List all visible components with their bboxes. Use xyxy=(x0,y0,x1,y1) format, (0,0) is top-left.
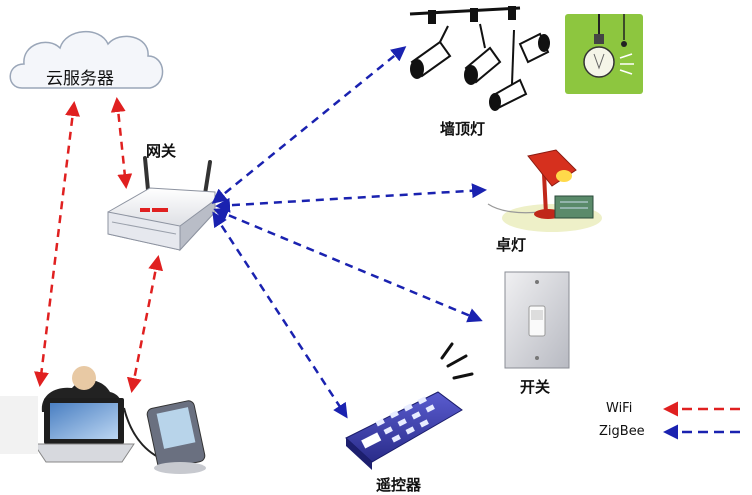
legend-wifi-label: WiFi xyxy=(606,401,633,416)
switch-label: 开关 xyxy=(520,378,551,396)
remote-label: 遥控器 xyxy=(376,476,422,494)
zigbee-link-desk-lamp xyxy=(215,183,487,213)
gateway-router-icon xyxy=(107,156,216,252)
wall-switch-icon xyxy=(504,271,570,369)
wifi-link-gateway-laptop xyxy=(126,255,164,393)
laptop-user-icon xyxy=(0,366,135,463)
zigbee-link-remote xyxy=(212,211,348,419)
ceiling-light-label: 墙顶灯 xyxy=(440,120,486,138)
zigbee-link-ceiling-light xyxy=(211,46,407,204)
desk-lamp-icon xyxy=(487,149,602,232)
gateway-label: 网关 xyxy=(146,142,177,160)
desk-lamp-label: 卓灯 xyxy=(496,236,527,254)
legend-zigbee-label: ZigBee xyxy=(599,424,645,439)
wifi-link-cloud-laptop xyxy=(34,101,80,387)
zigbee-link-switch xyxy=(213,207,483,323)
cloud-icon xyxy=(9,30,164,89)
legend xyxy=(663,401,742,440)
pda-device-icon xyxy=(123,400,206,474)
cloud-server-node xyxy=(9,30,164,89)
light-bulb-icon xyxy=(565,14,643,94)
remote-control-icon xyxy=(345,342,474,470)
ceiling-light-icon xyxy=(409,6,550,111)
wifi-link-cloud-gateway xyxy=(110,97,133,189)
cloud-server-label: 云服务器 xyxy=(46,69,114,89)
